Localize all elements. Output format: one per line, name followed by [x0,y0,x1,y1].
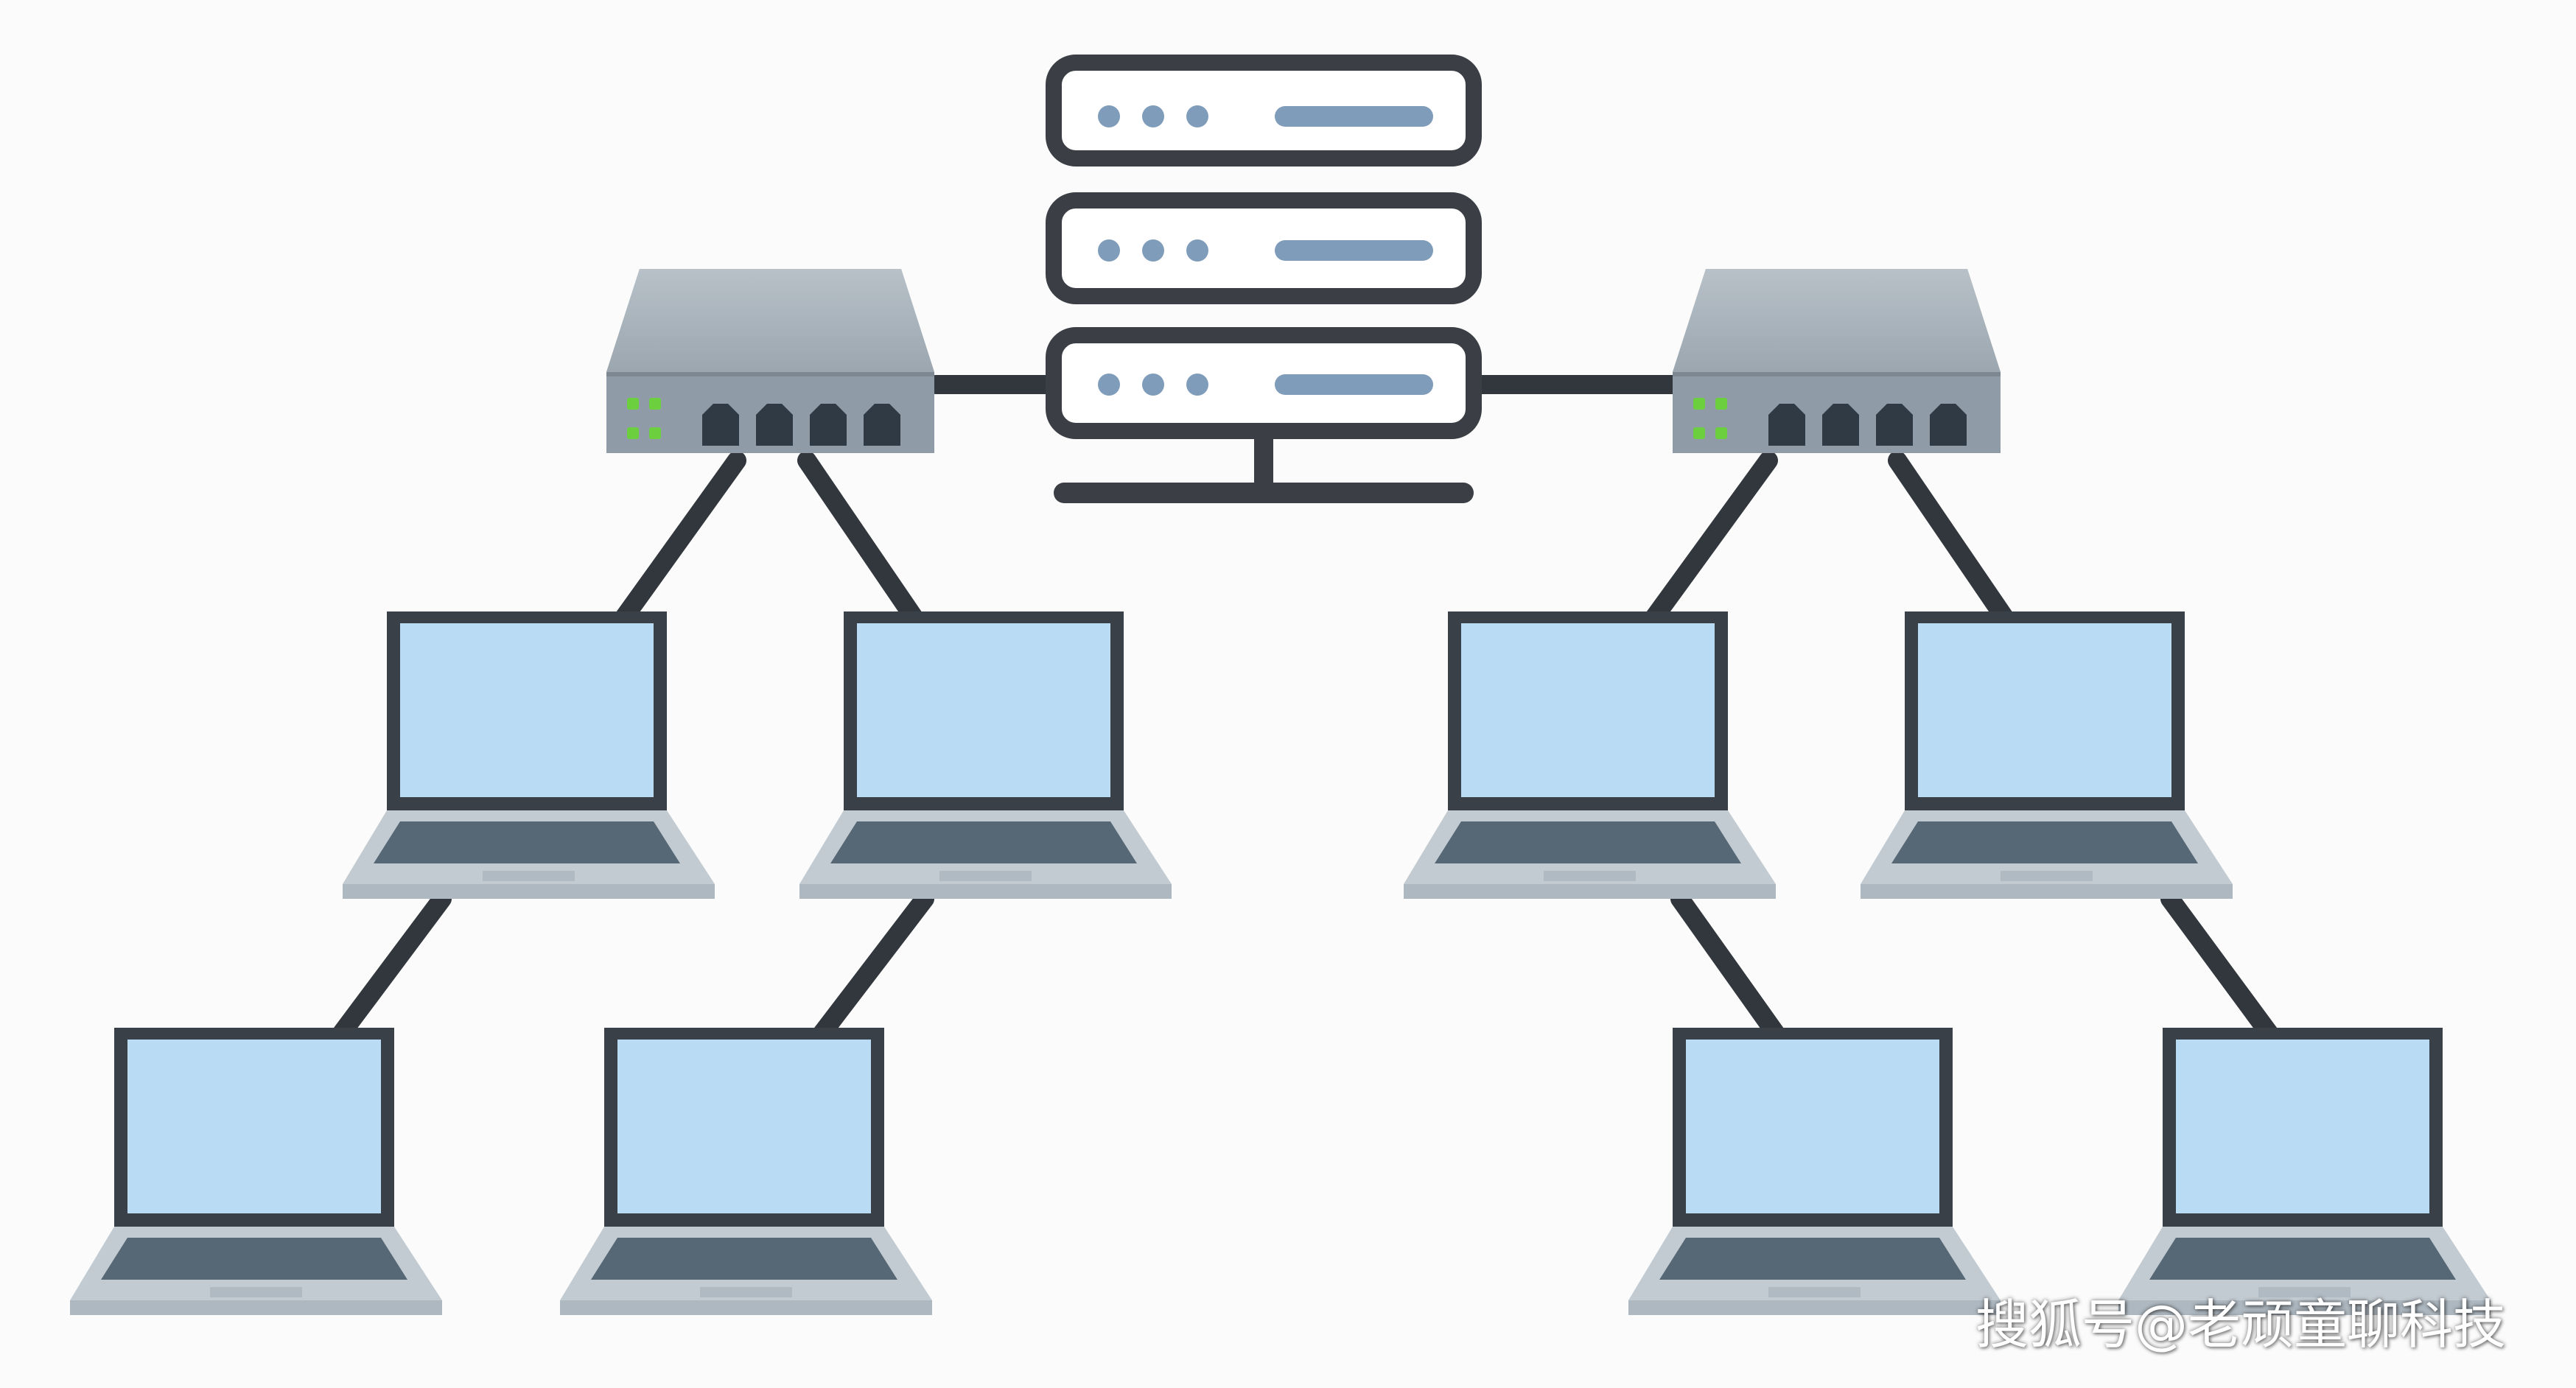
cable-right-switch-laptop-4 [1888,451,2017,632]
cable-left-switch-laptop-1 [611,451,746,632]
server-unit-1 [1046,55,1482,167]
server-stand-base [1054,483,1474,503]
laptop-icon-6 [560,1028,932,1315]
server-unit-3 [1046,327,1482,439]
server-stand-post [1254,438,1273,490]
cable-laptop-4-laptop-8 [2160,889,2283,1048]
cable-laptop-3-laptop-7 [1670,889,1789,1048]
cable-right-switch-laptop-3 [1641,451,1778,632]
laptop-icon-4 [1861,611,2233,899]
cable-laptop-2-laptop-6 [808,889,934,1048]
network-switch-icon-left [606,269,934,453]
server-unit-2 [1046,192,1482,304]
server-rack-icon [1046,55,1482,503]
laptop-icon-3 [1404,611,1776,899]
watermark-text: 搜狐号@老顽童聊科技 [1975,1294,2506,1356]
laptop-icon-5 [70,1028,442,1315]
network-switch-icon-right [1673,269,2001,453]
laptop-icon-7 [1628,1028,2001,1315]
cable-laptop-1-laptop-5 [328,889,452,1048]
laptop-icon-2 [799,611,1172,899]
cables [328,375,2283,1048]
laptop-icon-8 [2118,1028,2491,1315]
laptop-icon-1 [343,611,715,899]
cable-left-switch-laptop-2 [797,451,927,632]
